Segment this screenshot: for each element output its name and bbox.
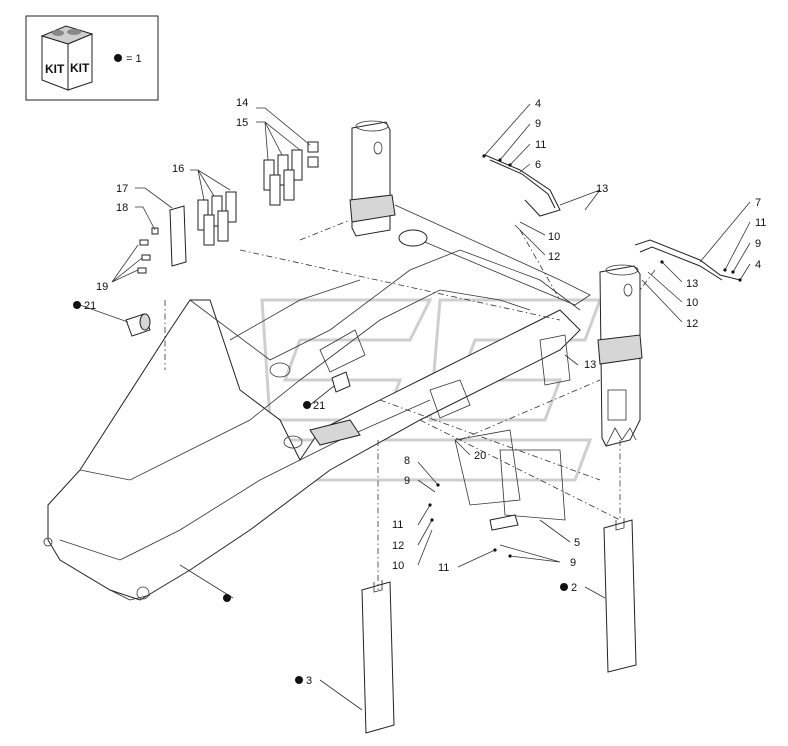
kit-markers: [73, 301, 568, 684]
rod-6: [484, 154, 561, 217]
callout-10-right: 10: [686, 297, 698, 309]
callout-5: 5: [574, 537, 580, 549]
callout-6: 6: [535, 159, 541, 171]
kit-legend: KIT KIT = 1: [25, 15, 159, 101]
callout-4-right: 4: [755, 259, 761, 271]
callout-2: 2: [571, 582, 577, 594]
leader-lines: [79, 103, 751, 711]
callout-9-bottom: 9: [570, 557, 576, 569]
callout-9-mid: 9: [404, 475, 410, 487]
callout-10-top: 10: [548, 231, 560, 243]
kit-box-icon: KIT KIT: [40, 25, 94, 91]
callout-16: 16: [172, 163, 184, 175]
callout-12-top: 12: [548, 251, 560, 263]
callout-7: 7: [755, 197, 761, 209]
alignment-lines: [164, 219, 656, 590]
callout-8: 8: [404, 455, 410, 467]
callout-12-mid: 12: [392, 540, 404, 552]
kit-label-right: KIT: [70, 61, 90, 75]
wear-pads: [137, 141, 319, 274]
leg-3: [361, 580, 395, 734]
callout-3: 3: [306, 675, 312, 687]
leg-2: [603, 518, 637, 673]
callout-21-center: 21: [313, 400, 325, 412]
plate-8: [489, 514, 519, 531]
callout-13-mid: 13: [584, 359, 596, 371]
callout-11-right: 11: [755, 217, 766, 229]
main-frame: [43, 249, 581, 601]
callout-20: 20: [474, 450, 486, 462]
callout-15: 15: [236, 117, 248, 129]
callout-10-mid: 10: [392, 560, 404, 572]
callout-11-bottom: 11: [438, 562, 449, 574]
callout-14: 14: [236, 97, 248, 109]
callout-labels: 14 15 16 17 18 19 21 21 4 9 11 6 13 10 1…: [84, 97, 766, 687]
callout-13-right: 13: [686, 278, 698, 290]
callout-9-top: 9: [535, 118, 541, 130]
kit-dot-symbol: [114, 54, 122, 62]
callout-17: 17: [116, 183, 128, 195]
right-post: [597, 264, 643, 447]
hardware-dots: [428, 154, 742, 558]
bushing-21: [125, 313, 351, 393]
callout-19: 19: [96, 281, 108, 293]
callout-21-left: 21: [84, 300, 96, 312]
kit-equals-text: = 1: [126, 53, 142, 65]
callout-13-top: 13: [596, 183, 608, 195]
callout-4-top: 4: [535, 98, 541, 110]
left-post: [349, 120, 591, 306]
callout-18: 18: [116, 202, 128, 214]
kit-label-left: KIT: [45, 62, 65, 76]
callout-9-right: 9: [755, 238, 761, 250]
callout-12-right: 12: [686, 318, 698, 330]
rod-7: [634, 239, 741, 281]
callout-11-mid: 11: [392, 519, 403, 531]
callout-11-top: 11: [535, 139, 546, 151]
